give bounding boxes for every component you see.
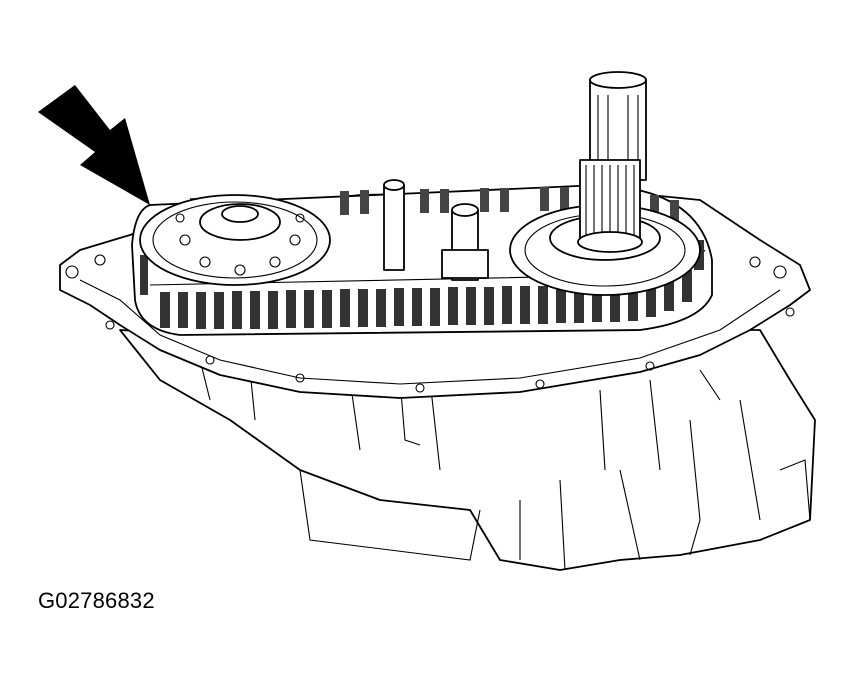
arrow-pointer-icon	[38, 85, 150, 205]
shift-fork-shaft	[441, 203, 489, 281]
mainshaft	[577, 71, 647, 253]
figure-code-label: G02786832	[38, 588, 155, 613]
shift-rail	[383, 179, 405, 271]
front-output-sprocket	[139, 194, 331, 286]
